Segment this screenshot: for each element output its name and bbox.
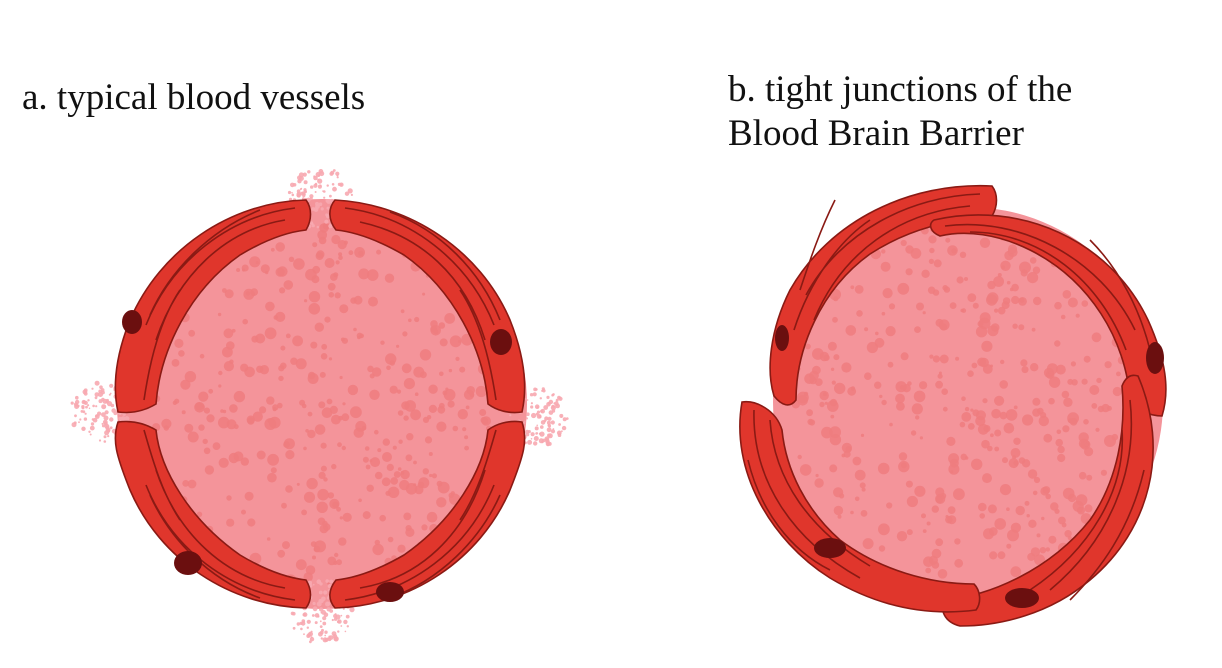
panel-b-title: b. tight junctions of the Blood Brain Ba… (728, 68, 1072, 156)
lumen (773, 207, 1163, 597)
cell-bottom-right (329, 420, 526, 609)
nucleus (775, 325, 789, 351)
panel-b-title-line2: Blood Brain Barrier (728, 113, 1024, 154)
cell-bottom-left (114, 420, 312, 609)
panel-b-title-line1: b. tight junctions of the (728, 69, 1073, 110)
nucleus (174, 551, 202, 575)
typical-blood-vessel-diagram (60, 150, 570, 650)
vessel-a-svg (70, 169, 569, 644)
cell-top-left (114, 199, 312, 414)
nucleus (1146, 342, 1164, 374)
vessel-b-svg (739, 184, 1167, 627)
blood-brain-barrier-diagram (730, 170, 1190, 640)
blood-particles (787, 225, 1145, 579)
nucleus (490, 329, 512, 355)
panel-a-title: a. typical blood vessels (22, 77, 366, 118)
nucleus (376, 582, 404, 602)
cell-bottom-left (739, 401, 981, 613)
endothelial-cells (114, 199, 526, 609)
endothelial-cells (739, 184, 1167, 627)
nucleus (122, 310, 142, 334)
nucleus (814, 538, 846, 558)
nucleus (1005, 588, 1039, 608)
